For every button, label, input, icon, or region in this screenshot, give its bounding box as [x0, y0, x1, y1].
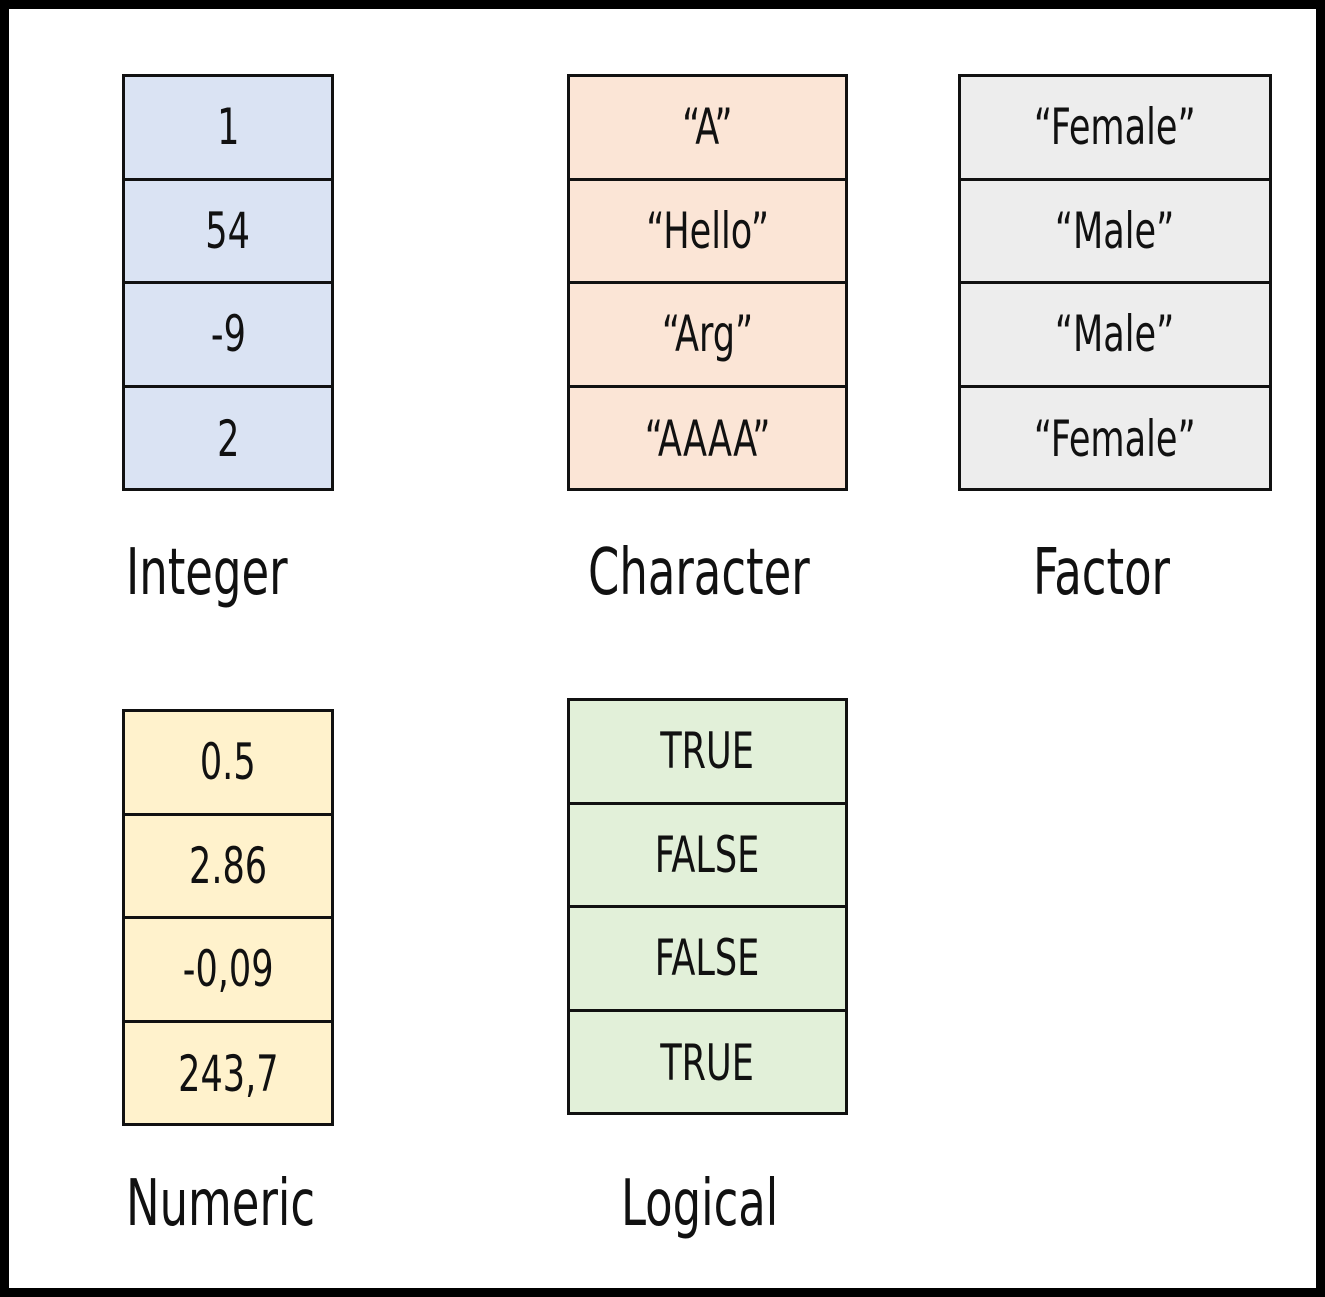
numeric-vector: 0.5 2.86 -0,09 243,7 — [122, 709, 334, 1126]
character-cell: “AAAA” — [644, 410, 771, 469]
character-cell: “Arg” — [570, 284, 845, 388]
logical-cell: TRUE — [660, 1034, 755, 1093]
numeric-cell: -0,09 — [125, 919, 331, 1023]
integer-cell: 54 — [125, 181, 331, 284]
character-cell: “Hello” — [570, 181, 845, 284]
logical-label: Logical — [621, 1167, 779, 1241]
integer-cell: 1 — [125, 77, 331, 181]
logical-vector: TRUE FALSE FALSE TRUE — [567, 698, 848, 1115]
integer-cell: -9 — [125, 284, 331, 388]
character-cell: “A” — [570, 77, 845, 181]
factor-cell: “Female” — [961, 77, 1269, 181]
factor-label: Factor — [1033, 536, 1170, 610]
factor-cell: “Male” — [961, 181, 1269, 284]
factor-cell: “Male” — [961, 284, 1269, 388]
integer-cell: 2 — [216, 410, 240, 469]
factor-cell: “Female” — [1034, 410, 1196, 469]
character-vector: “A” “Hello” “Arg” “AAAA” — [567, 74, 848, 491]
factor-vector: “Female” “Male” “Male” “Female” — [958, 74, 1272, 491]
logical-cell: FALSE — [570, 908, 845, 1012]
numeric-cell: 2.86 — [125, 816, 331, 919]
numeric-cell: 243,7 — [177, 1045, 279, 1104]
numeric-cell: 0.5 — [125, 712, 331, 816]
logical-cell: FALSE — [570, 805, 845, 908]
integer-label: Integer — [126, 536, 288, 610]
numeric-label: Numeric — [126, 1167, 316, 1241]
logical-cell: TRUE — [570, 701, 845, 805]
integer-vector: 1 54 -9 2 — [122, 74, 334, 491]
character-label: Character — [588, 536, 810, 610]
